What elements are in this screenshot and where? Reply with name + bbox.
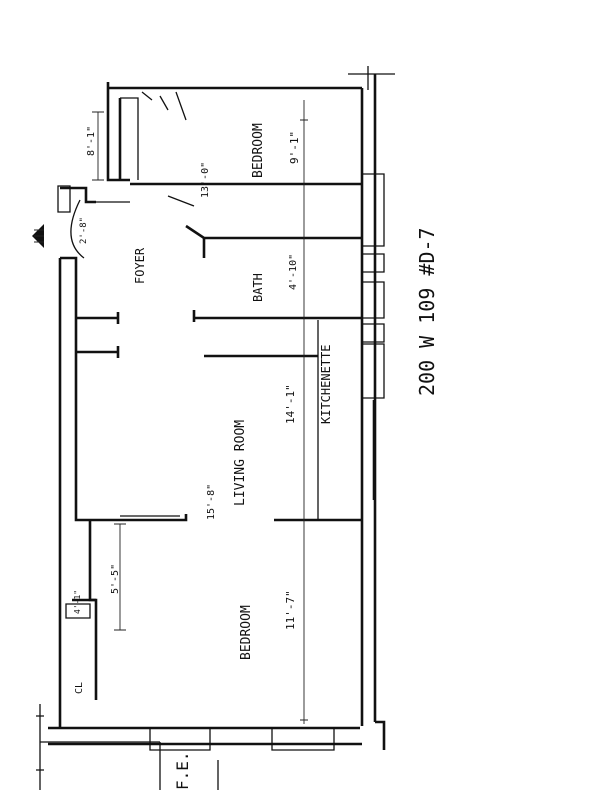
bottom-closet-wall: [72, 598, 98, 700]
living-bottom-wall-left: [90, 514, 188, 522]
top-left-wall: [106, 82, 130, 182]
dim-bedroom-top-depth: 9'-1": [288, 131, 301, 164]
apartment-address: 200 W 109 #D-7: [415, 227, 439, 396]
room-label-living-room: LIVING ROOM: [233, 420, 248, 506]
dim-top-left-label: 8'-1": [86, 126, 97, 156]
bottom-windows: [149, 728, 335, 751]
window-4: [362, 323, 385, 343]
dim-kitchenette: 14'-1": [284, 384, 297, 424]
dim-bedroom-top-width: 13'-0": [200, 162, 211, 198]
window-2: [362, 253, 385, 273]
dim-ticks: [300, 119, 308, 721]
closet-label: CL: [74, 682, 85, 694]
closet-top: [120, 97, 139, 180]
dim-foyer-small: 2'-8": [79, 217, 89, 244]
window-1: [362, 173, 385, 247]
right-wall-corner: [375, 720, 386, 750]
entry-marker-icon: [32, 224, 44, 248]
dim-fe: [36, 704, 44, 790]
closet-door-swing: [141, 91, 187, 121]
top-right-marker: [348, 66, 395, 90]
room-label-bedroom-top: BEDROOM: [251, 123, 266, 178]
fire-escape-label: F.E.: [173, 751, 192, 790]
closet-stub-2: [76, 346, 120, 358]
window-5: [362, 343, 385, 399]
bath-top-wall: [185, 224, 362, 240]
dim-bedroom-bottom: 11'-7": [284, 590, 297, 630]
dim-left: [114, 523, 126, 631]
right-windows: [362, 173, 385, 399]
exterior-walls: [48, 66, 395, 751]
dim-left-side: 5'-5": [110, 564, 121, 594]
left-wall-jog: [88, 520, 98, 648]
room-label-foyer: FOYER: [133, 247, 147, 284]
bottom-closet-shelf: [65, 603, 91, 619]
window-3: [362, 281, 385, 319]
dimension-lines: [36, 100, 308, 790]
room-label-kitchenette: KITCHENETTE: [319, 345, 333, 424]
dim-top-left: [92, 111, 104, 181]
left-wall: [60, 256, 90, 522]
entry-jamb: [57, 185, 71, 213]
dim-living-room: 15'-8": [206, 484, 217, 520]
fe-outline-left: [40, 741, 161, 790]
closet-stub-1: [76, 312, 120, 324]
room-label-bedroom-bottom: BEDROOM: [239, 605, 254, 660]
entry-door-swing: [70, 199, 85, 259]
dim-bath: 4'-10": [288, 254, 299, 290]
interior-walls: [65, 182, 376, 700]
entry-wall: [60, 186, 96, 204]
bedroom-door-leaf: [167, 195, 195, 207]
room-label-bath: BATH: [251, 273, 265, 302]
dim-closet-small: 4'-1": [73, 590, 82, 614]
